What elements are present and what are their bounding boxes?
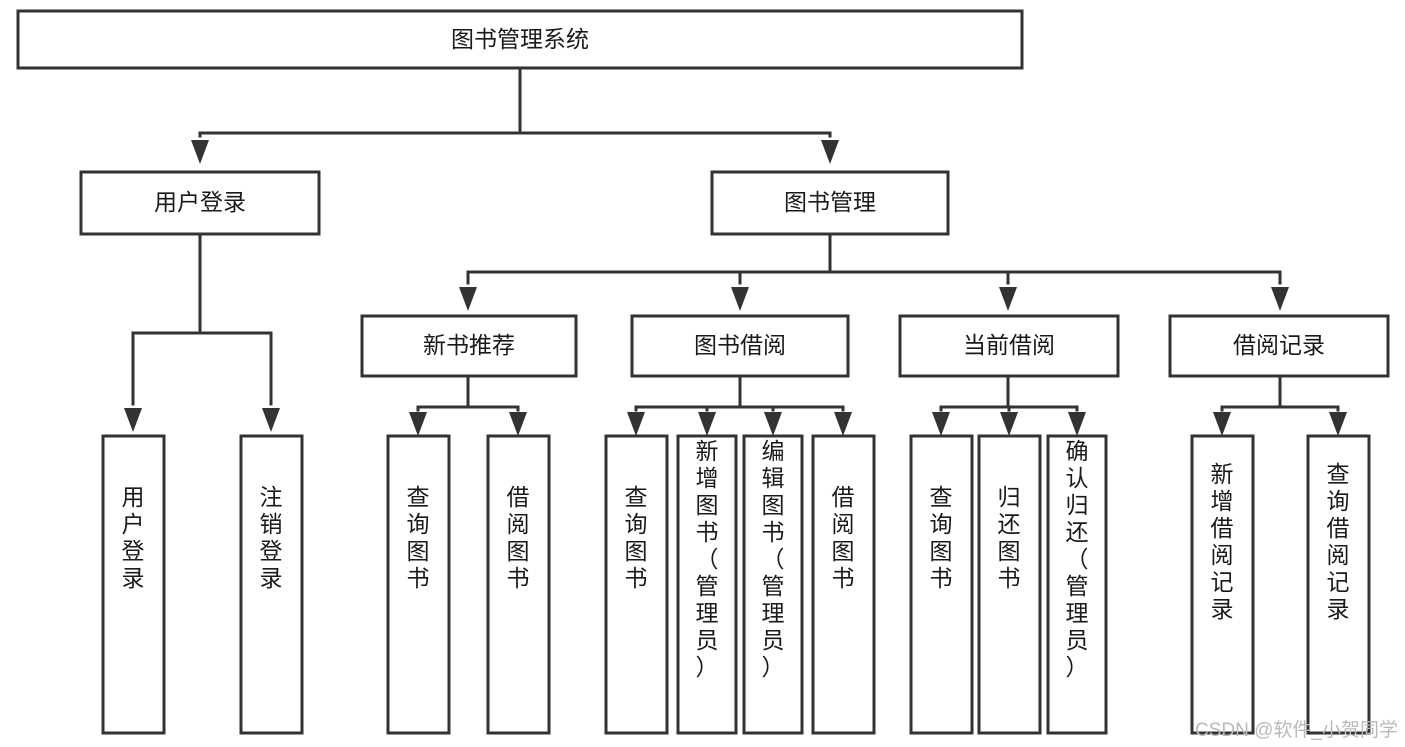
leaf-user-login-box[interactable] bbox=[101, 434, 166, 735]
arrow-bookborrow-leaf-1 bbox=[627, 412, 645, 436]
node-borrow-record-box[interactable] bbox=[1168, 314, 1390, 378]
leaf-return-book[interactable]: 归还图书 bbox=[977, 434, 1042, 735]
arrow-userlogin-leaf-1 bbox=[124, 408, 142, 432]
node-user-login-box[interactable] bbox=[79, 170, 321, 236]
node-current-borrow[interactable]: 当前借阅 bbox=[898, 314, 1120, 378]
leaf-confirm-return[interactable]: 确认归还（管理员） bbox=[1046, 434, 1108, 735]
leaf-confirm-return-label: 确认归还（管理员） bbox=[1066, 438, 1089, 680]
leaf-edit-book-label: 编辑图书（管理员） bbox=[762, 438, 785, 680]
leaf-query-book-1-box[interactable] bbox=[386, 434, 451, 735]
node-current-borrow-label: 当前借阅 bbox=[963, 332, 1055, 358]
node-new-book-recommend-label: 新书推荐 bbox=[423, 332, 515, 358]
leaf-borrow-book-2-box[interactable] bbox=[811, 434, 876, 735]
node-new-book-recommend-box[interactable] bbox=[360, 314, 578, 378]
csdn-watermark: CSDN @软件_小贺同学 bbox=[1195, 719, 1398, 741]
leaf-query-book-2[interactable]: 查询图书 bbox=[604, 434, 669, 735]
node-root-box[interactable] bbox=[16, 9, 1024, 70]
node-root-label: 图书管理系统 bbox=[451, 26, 589, 52]
leaf-query-record[interactable]: 查询借阅记录 bbox=[1306, 434, 1371, 735]
leaf-user-logout-box[interactable] bbox=[239, 434, 304, 735]
arrow-borrowrecord-leaf-1 bbox=[1213, 412, 1231, 436]
leaf-return-book-label: 归还图书 bbox=[998, 484, 1021, 591]
node-book-manage-label: 图书管理 bbox=[784, 189, 876, 215]
leaf-query-book-2-box[interactable] bbox=[604, 434, 669, 735]
node-book-borrow-label: 图书借阅 bbox=[694, 332, 786, 358]
arrow-bm-to-newbook bbox=[459, 287, 477, 311]
connector-layer bbox=[124, 66, 1347, 436]
leaf-user-logout-label: 注销登录 bbox=[260, 484, 283, 591]
arrow-borrowrecord-leaf-2 bbox=[1329, 412, 1347, 436]
node-user-login-label: 用户登录 bbox=[154, 189, 246, 215]
leaf-add-record-box[interactable] bbox=[1190, 434, 1255, 735]
leaf-query-book-1-label: 查询图书 bbox=[407, 484, 430, 591]
arrow-root-to-userlogin bbox=[191, 140, 209, 164]
leaf-borrow-book-1-box[interactable] bbox=[486, 434, 551, 735]
leaf-query-record-label: 查询借阅记录 bbox=[1327, 461, 1350, 622]
node-book-manage-box[interactable] bbox=[710, 170, 950, 236]
node-borrow-record[interactable]: 借阅记录 bbox=[1168, 314, 1390, 378]
arrow-currentborrow-leaf-2 bbox=[1000, 412, 1018, 436]
leaf-user-logout[interactable]: 注销登录 bbox=[239, 434, 304, 735]
arrow-bookborrow-leaf-3 bbox=[764, 412, 782, 436]
node-root[interactable]: 图书管理系统 bbox=[16, 9, 1024, 70]
leaf-add-record[interactable]: 新增借阅记录 bbox=[1190, 434, 1255, 735]
arrow-bookborrow-leaf-2 bbox=[698, 412, 716, 436]
leaf-borrow-book-1[interactable]: 借阅图书 bbox=[486, 434, 551, 735]
leaf-user-login[interactable]: 用户登录 bbox=[101, 434, 166, 735]
arrow-currentborrow-leaf-1 bbox=[932, 412, 950, 436]
leaf-edit-book-box[interactable] bbox=[742, 434, 804, 735]
node-borrow-record-label: 借阅记录 bbox=[1233, 332, 1325, 358]
leaf-user-login-label: 用户登录 bbox=[122, 484, 145, 591]
arrow-newbook-leaf-1 bbox=[409, 412, 427, 436]
leaf-return-book-box[interactable] bbox=[977, 434, 1042, 735]
leaf-borrow-book-2-label: 借阅图书 bbox=[832, 484, 855, 591]
leaf-confirm-return-box[interactable] bbox=[1046, 434, 1108, 735]
leaf-query-book-3-box[interactable] bbox=[909, 434, 974, 735]
leaf-add-book[interactable]: 新增图书（管理员） bbox=[676, 434, 738, 735]
leaf-edit-book[interactable]: 编辑图书（管理员） bbox=[742, 434, 804, 735]
leaf-add-book-box[interactable] bbox=[676, 434, 738, 735]
node-new-book-recommend[interactable]: 新书推荐 bbox=[360, 314, 578, 378]
arrow-root-to-bookmanage bbox=[821, 140, 839, 164]
node-book-borrow[interactable]: 图书借阅 bbox=[630, 314, 850, 378]
leaf-add-record-label: 新增借阅记录 bbox=[1211, 461, 1234, 622]
arrow-bm-to-borrowrecord bbox=[1271, 287, 1289, 311]
leaf-query-book-3[interactable]: 查询图书 bbox=[909, 434, 974, 735]
leaf-query-book-1[interactable]: 查询图书 bbox=[386, 434, 451, 735]
arrow-bm-to-currentborrow bbox=[999, 287, 1017, 311]
leaf-borrow-book-1-label: 借阅图书 bbox=[507, 484, 530, 591]
node-user-login[interactable]: 用户登录 bbox=[79, 170, 321, 236]
arrow-newbook-leaf-2 bbox=[509, 412, 527, 436]
leaf-query-record-box[interactable] bbox=[1306, 434, 1371, 735]
arrow-bookborrow-leaf-4 bbox=[834, 412, 852, 436]
arrow-bm-to-bookborrow bbox=[731, 287, 749, 311]
arrow-userlogin-leaf-2 bbox=[262, 408, 280, 432]
leaf-borrow-book-2[interactable]: 借阅图书 bbox=[811, 434, 876, 735]
leaf-query-book-2-label: 查询图书 bbox=[625, 484, 648, 591]
arrow-currentborrow-leaf-3 bbox=[1068, 412, 1086, 436]
node-current-borrow-box[interactable] bbox=[898, 314, 1120, 378]
node-book-manage[interactable]: 图书管理 bbox=[710, 170, 950, 236]
node-book-borrow-box[interactable] bbox=[630, 314, 850, 378]
leaf-query-book-3-label: 查询图书 bbox=[930, 484, 953, 591]
leaf-add-book-label: 新增图书（管理员） bbox=[696, 438, 719, 680]
